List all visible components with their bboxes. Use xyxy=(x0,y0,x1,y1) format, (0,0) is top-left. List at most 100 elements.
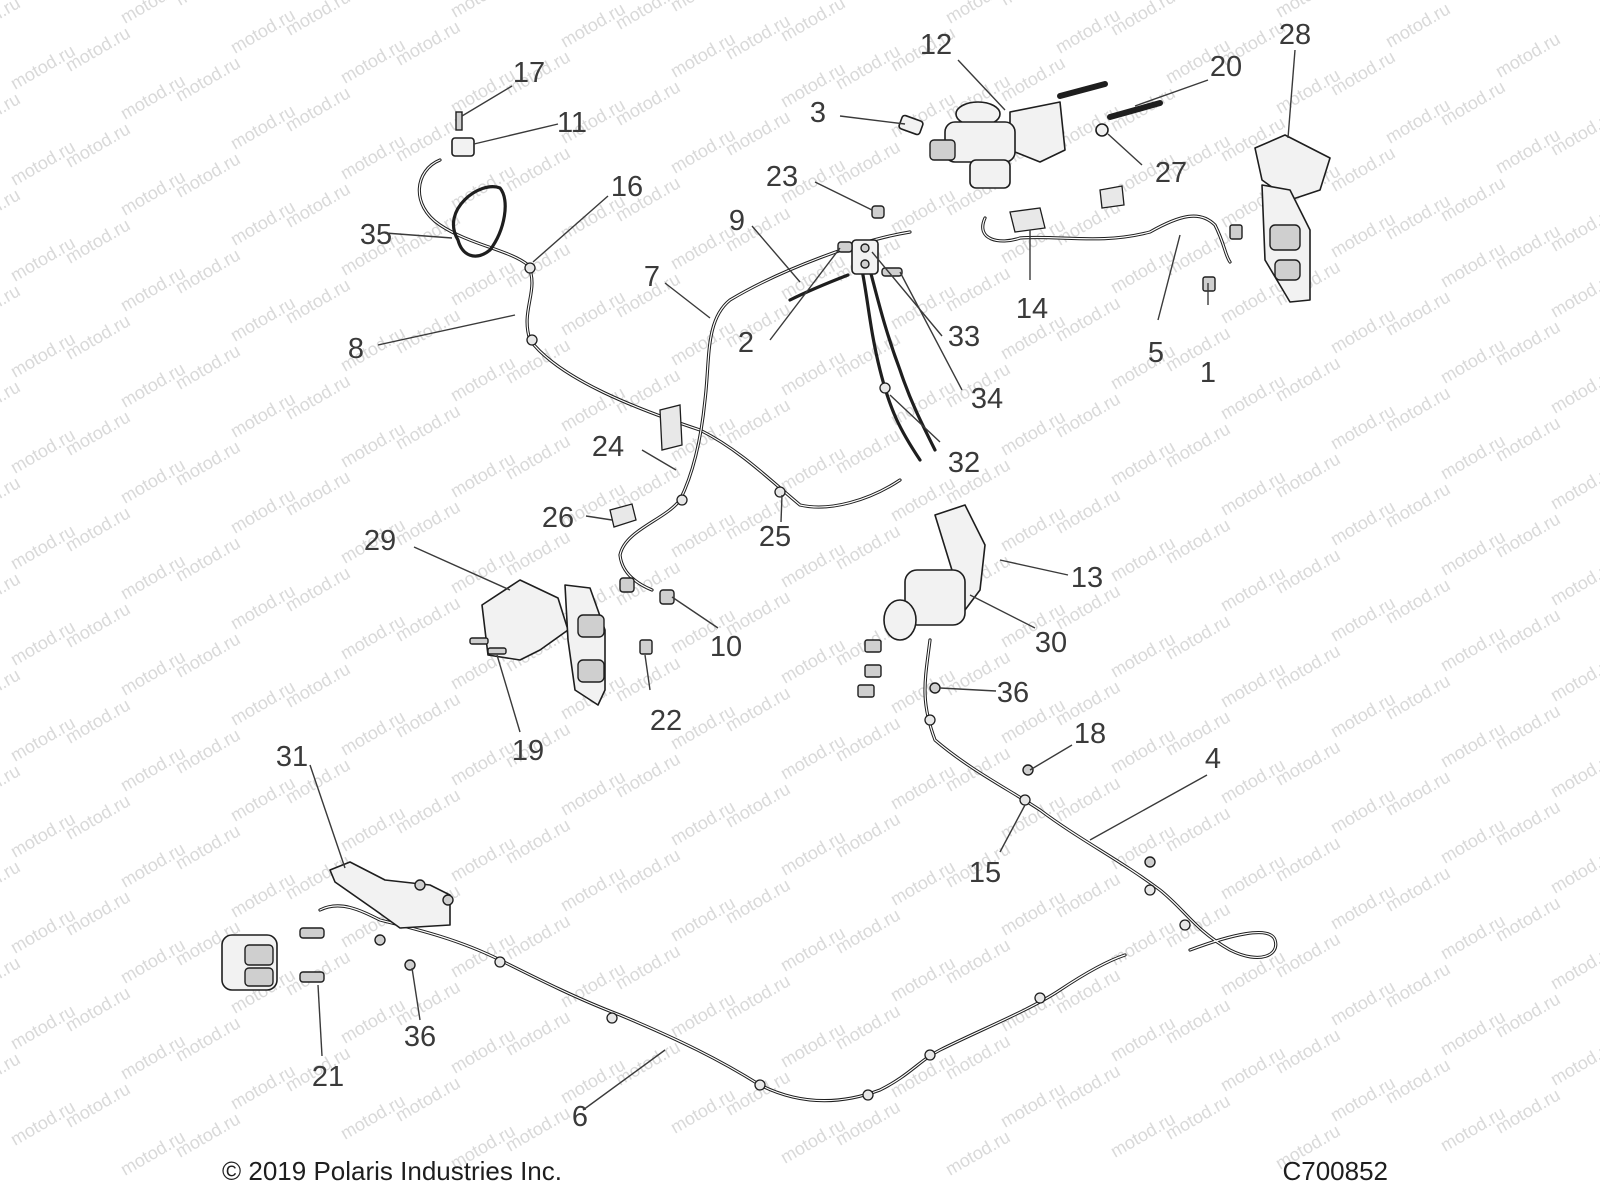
callout-18: 18 xyxy=(1074,718,1106,750)
callout-12: 12 xyxy=(920,29,952,61)
part-31-bracket xyxy=(329,861,451,929)
watermark-text: motod.ru xyxy=(447,0,519,21)
callout-17: 17 xyxy=(513,57,545,89)
callout-36-upper: 36 xyxy=(997,677,1029,709)
callout-23: 23 xyxy=(766,161,798,193)
part-20-bolt xyxy=(1107,100,1163,120)
part-28-caliper-bracket xyxy=(1254,134,1331,303)
brake-line-32 xyxy=(860,268,922,462)
watermark-text: motod.ru xyxy=(0,665,24,718)
callout-33: 33 xyxy=(948,321,980,353)
callout-1: 1 xyxy=(1200,357,1216,389)
part-33-junction xyxy=(851,239,879,275)
callout-10: 10 xyxy=(710,631,742,663)
part-10-fitting xyxy=(659,589,675,605)
callout-31: 31 xyxy=(276,741,308,773)
callout-36-lower: 36 xyxy=(404,1021,436,1053)
hose-35 xyxy=(451,185,507,258)
part-11-fitting xyxy=(451,137,475,157)
callout-16: 16 xyxy=(611,171,643,203)
callout-7: 7 xyxy=(644,261,660,293)
part-26-clip xyxy=(609,503,637,528)
callout-9: 9 xyxy=(729,205,745,237)
part-17-screw xyxy=(455,111,463,131)
callout-26: 26 xyxy=(542,502,574,534)
watermark-text: motod.ru xyxy=(1547,749,1600,802)
watermark-text: motod.ru xyxy=(0,569,24,622)
callout-3: 3 xyxy=(810,97,826,129)
callout-14: 14 xyxy=(1016,293,1048,325)
callout-5: 5 xyxy=(1148,337,1164,369)
part-2-fitting xyxy=(837,241,853,253)
part-3-switch xyxy=(898,114,924,136)
part-22-bolt xyxy=(639,639,653,655)
watermark-text: motod.ru xyxy=(1547,1037,1600,1090)
callout-22: 22 xyxy=(650,705,682,737)
watermark-text: motod.ru xyxy=(0,1049,24,1102)
watermark-text: motod.ru xyxy=(1547,941,1600,994)
callout-21: 21 xyxy=(312,1061,344,1093)
callout-32: 32 xyxy=(948,447,980,479)
watermark-text: motod.ru xyxy=(1547,461,1600,514)
watermark-text: motod.ru xyxy=(942,1127,1014,1180)
watermark-text: motod.ru xyxy=(0,0,24,45)
callout-19: 19 xyxy=(512,735,544,767)
watermark-text: motod.ru xyxy=(172,0,244,9)
watermark-text: motod.ru xyxy=(502,0,574,3)
part-23-nut xyxy=(871,205,885,219)
brake-line-32b xyxy=(868,268,937,452)
leader-lines xyxy=(309,49,1296,1111)
callout-6: 6 xyxy=(572,1101,588,1133)
hose-9 xyxy=(788,273,850,302)
watermark-text: motod.ru xyxy=(1382,0,1454,51)
watermark-text: motod.ru xyxy=(0,185,24,238)
watermark-text: motod.ru xyxy=(0,473,24,526)
watermark-text: motod.ru xyxy=(667,0,739,15)
callout-28: 28 xyxy=(1279,19,1311,51)
callout-35: 35 xyxy=(360,219,392,251)
part-29-caliper-bracket xyxy=(481,579,606,706)
watermark-text: motod.ru xyxy=(0,89,24,142)
components xyxy=(221,81,1331,1101)
callout-29: 29 xyxy=(364,525,396,557)
watermark-text: motod.ru xyxy=(0,761,24,814)
callout-4: 4 xyxy=(1205,743,1221,775)
figure-code: C700852 xyxy=(1282,1156,1388,1186)
watermark-text: motod.ru xyxy=(0,281,24,334)
part-14-clip xyxy=(1009,207,1046,233)
watermark-text: motod.ru xyxy=(1547,365,1600,418)
callout-11: 11 xyxy=(557,107,587,139)
brake-lines xyxy=(318,158,1278,1103)
callout-34: 34 xyxy=(971,383,1003,415)
watermark-text: motod.ru xyxy=(1547,845,1600,898)
part-34-bolt xyxy=(881,267,903,277)
callout-25: 25 xyxy=(759,521,791,553)
callout-2: 2 xyxy=(738,327,754,359)
callout-30: 30 xyxy=(1035,627,1067,659)
callout-27: 27 xyxy=(1155,157,1187,189)
callout-15: 15 xyxy=(969,857,1001,889)
watermark-text: motod.ru xyxy=(0,377,24,430)
line-clips xyxy=(374,262,1191,1101)
callout-24: 24 xyxy=(592,431,624,463)
part-19-pin xyxy=(487,647,507,655)
watermark-text: motod.ru xyxy=(1547,557,1600,610)
callout-13: 13 xyxy=(1071,562,1103,594)
copyright-notice: © 2019 Polaris Industries Inc. xyxy=(222,1156,562,1186)
callout-20: 20 xyxy=(1210,51,1242,83)
part-30-rear-caliper xyxy=(883,504,986,641)
watermark-text: motod.ru xyxy=(1547,653,1600,706)
watermark-text: motod.ru xyxy=(1547,269,1600,322)
part-21-caliper xyxy=(221,934,278,991)
watermark-text: motod.ru xyxy=(997,0,1069,9)
callouts: 1 2 3 4 5 6 7 8 9 10 11 12 13 14 15 16 1… xyxy=(276,19,1311,1133)
callout-8: 8 xyxy=(348,333,364,365)
part-1-bolt xyxy=(1202,276,1216,292)
part-12-master-cylinder xyxy=(929,101,1066,189)
part-27-washer xyxy=(1095,123,1109,137)
watermark-text: motod.ru xyxy=(1492,29,1564,82)
watermark-text: motod.ru xyxy=(0,857,24,910)
watermark-text: motod.ru xyxy=(0,953,24,1006)
